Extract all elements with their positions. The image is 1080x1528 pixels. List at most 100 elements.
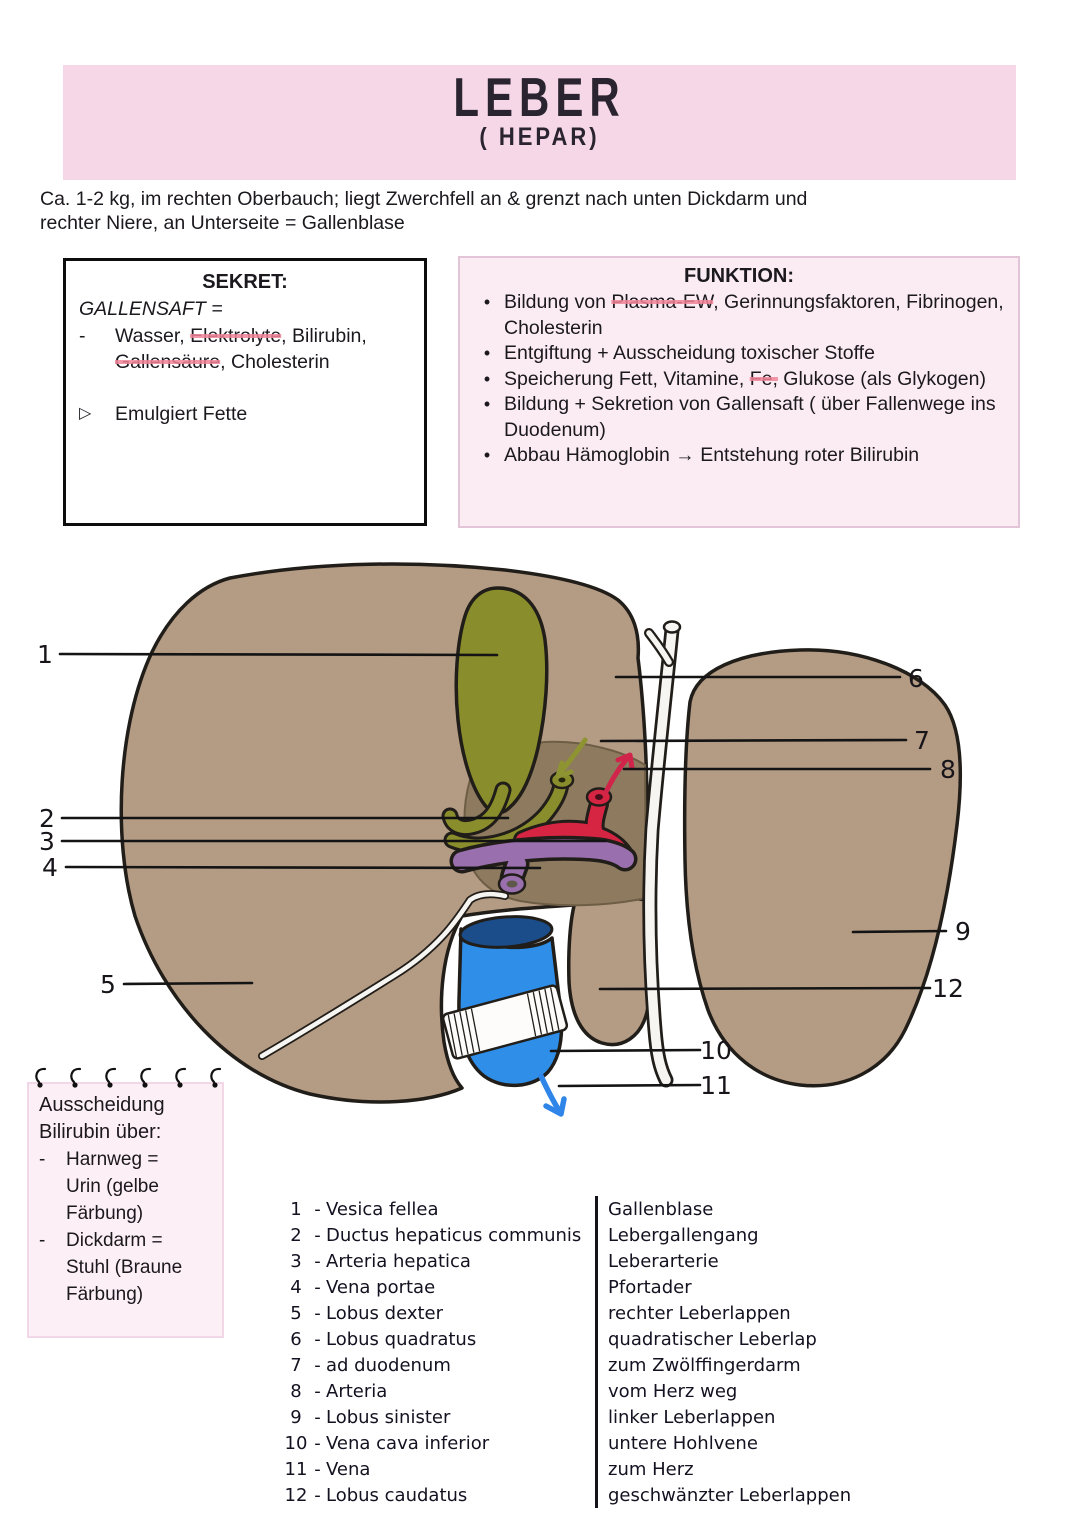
dash-bullet: - <box>39 1149 46 1170</box>
page-subtitle-line: ( HEPAR) <box>63 119 1016 151</box>
funktion-b1-pre: Bildung von <box>504 291 612 313</box>
legend-latin: Lobus sinister <box>326 1406 451 1428</box>
funktion-text-4: Bildung + Sekretion von Gallensaft ( übe… <box>504 393 996 441</box>
callout-number-1: 1 <box>37 640 53 669</box>
sekret-arrow-item: ▷ Emulgiert Fette <box>79 401 411 427</box>
legend-latin: Lobus caudatus <box>326 1484 468 1506</box>
funktion-text-5: Abbau Hämoglobin → Entstehung roter Bili… <box>504 444 920 466</box>
legend-dash: - <box>314 1302 321 1324</box>
page-title: LEBER <box>453 66 626 128</box>
legend-german: zum Herz <box>608 1458 694 1480</box>
callout-number-9: 9 <box>955 917 971 946</box>
legend-row: 8-Arteria <box>283 1378 595 1404</box>
funktion-b1-struck: Plasma-EW <box>611 291 714 313</box>
callout-number-7: 7 <box>914 726 930 755</box>
callout-line-11 <box>557 1083 702 1088</box>
legend-german: geschwänzter Leberlappen <box>608 1484 852 1506</box>
round-ligament-core <box>259 891 508 1059</box>
note-heading: Ausscheidung Bilirubin über: <box>39 1094 165 1143</box>
callout-line-10 <box>549 1048 702 1053</box>
legend-latin: Arteria <box>326 1380 388 1402</box>
legend-dash: - <box>314 1432 321 1454</box>
legend-german: zum Zwölffingerdarm <box>608 1354 801 1376</box>
funktion-text-3: Speicherung Fett, Vitamine, Fe, Glukose … <box>504 367 1008 393</box>
legend-num: 1 <box>290 1198 302 1220</box>
legend-dash: - <box>314 1224 321 1246</box>
sekret-text-1: Wasser, <box>115 325 191 347</box>
falciform-opening <box>662 620 682 634</box>
sekret-item-text: Wasser, Elektrolyte, Bilirubin,Gallensäu… <box>115 323 411 375</box>
legend-num: 3 <box>290 1250 302 1272</box>
callout-lines <box>58 652 948 1088</box>
hepatic-duct-shape <box>444 784 509 834</box>
legend-german: rechter Leberlappen <box>608 1302 791 1324</box>
legend-latin: Arteria hepatica <box>326 1250 471 1272</box>
legend-num: 7 <box>290 1354 302 1376</box>
legend-latin: Vesica fellea <box>326 1198 439 1220</box>
funktion-box: FUNKTION: • Bildung von Plasma-EW, Gerin… <box>458 256 1020 528</box>
legend-german: vom Herz weg <box>608 1380 738 1402</box>
sekret-box: SEKRET: GALLENSAFT = - Wasser, Elektroly… <box>63 258 427 526</box>
sekret-text-2: , Bilirubin, <box>281 325 367 347</box>
note-item-1-text: Harnweg = Urin (gelbe Färbung) <box>66 1149 159 1224</box>
portal-lumen <box>506 880 518 888</box>
callout-line-9 <box>851 929 948 934</box>
note-item-2: - Dickdarm = Stuhl (Braune Färbung) <box>39 1227 218 1308</box>
dash-bullet: - <box>39 1230 46 1251</box>
bullet-icon: • <box>483 394 491 414</box>
bandage-hatch <box>447 987 560 1058</box>
callout-number-2: 2 <box>39 804 55 833</box>
legend-num: 8 <box>290 1380 302 1402</box>
legend-german: Leberarterie <box>608 1250 719 1272</box>
funktion-b3-post: Glukose (als Glykogen) <box>777 367 986 390</box>
cava-flow-arrow-icon <box>538 1073 567 1117</box>
legend-latin: Vena portae <box>326 1276 436 1298</box>
spiral-curl-icon <box>140 1067 152 1088</box>
legend-dash: - <box>314 1354 321 1376</box>
funktion-bullet-1: • Bildung von Plasma-EW, Gerinnungsfakto… <box>470 290 1008 341</box>
legend-latin: Lobus quadratus <box>326 1328 477 1350</box>
spiral-curl-icon <box>105 1067 117 1088</box>
legend-german-column: Gallenblase Lebergallengang Leberarterie… <box>595 1196 943 1508</box>
callout-number-5: 5 <box>100 970 116 999</box>
liver-diagram: 1 2 3 4 5 6 7 8 9 12 10 11 <box>37 562 971 1117</box>
legend-row: 4-Vena portae <box>283 1274 595 1300</box>
callout-line-4 <box>64 865 542 870</box>
legend-row: 2-Ductus hepaticus communis <box>283 1222 595 1248</box>
legend-num: 12 <box>284 1484 308 1506</box>
funktion-b1-post: , Gerinnungsfaktoren, Fibrinogen, Choles… <box>504 291 1004 339</box>
legend-dash: - <box>314 1250 321 1272</box>
falciform-branch-core <box>646 630 672 665</box>
legend-row: 1-Vesica fellea <box>283 1196 595 1222</box>
legend-latin: Lobus dexter <box>326 1302 444 1324</box>
bile-flow-arrow-icon <box>555 737 588 779</box>
callout-line-1 <box>58 652 499 657</box>
page-subtitle: ( HEPAR) <box>479 122 600 151</box>
note-item-2-text: Dickdarm = Stuhl (Braune Färbung) <box>66 1230 183 1305</box>
legend-num: 9 <box>290 1406 302 1428</box>
bullet-icon: • <box>483 343 491 363</box>
callout-number-12: 12 <box>932 974 964 1003</box>
sekret-item: - Wasser, Elektrolyte, Bilirubin,Gallens… <box>79 323 411 375</box>
callout-number-4: 4 <box>42 853 58 882</box>
caudate-lobe-shape <box>567 895 655 1047</box>
page-title-line: LEBER <box>63 65 1016 125</box>
legend-row: 10-Vena cava inferior <box>283 1430 595 1456</box>
sekret-title: SEKRET: <box>202 271 288 293</box>
funktion-bullet-2: • Entgiftung + Ausscheidung toxischer St… <box>470 341 1008 367</box>
legend-row: 11-Vena <box>283 1456 595 1482</box>
note-item-1: - Harnweg = Urin (gelbe Färbung) <box>39 1146 218 1227</box>
legend-latin-column: 1-Vesica fellea 2-Ductus hepaticus commu… <box>283 1196 595 1508</box>
legend-row: 5-Lobus dexter <box>283 1300 595 1326</box>
spiral-curl-icon <box>210 1067 222 1088</box>
legend-dash: - <box>314 1198 321 1220</box>
callout-number-11: 11 <box>700 1071 732 1100</box>
funktion-bullet-4: • Bildung + Sekretion von Gallensaft ( ü… <box>470 392 1008 443</box>
legend-latin: ad duodenum <box>326 1354 451 1376</box>
legend-num: 4 <box>290 1276 302 1298</box>
legend-row: 3-Arteria hepatica <box>283 1248 595 1274</box>
callout-line-7 <box>599 738 908 743</box>
legend-latin: Ductus hepaticus communis <box>326 1224 582 1246</box>
bullet-icon: • <box>483 445 491 465</box>
legend-latin: Vena <box>326 1458 371 1480</box>
